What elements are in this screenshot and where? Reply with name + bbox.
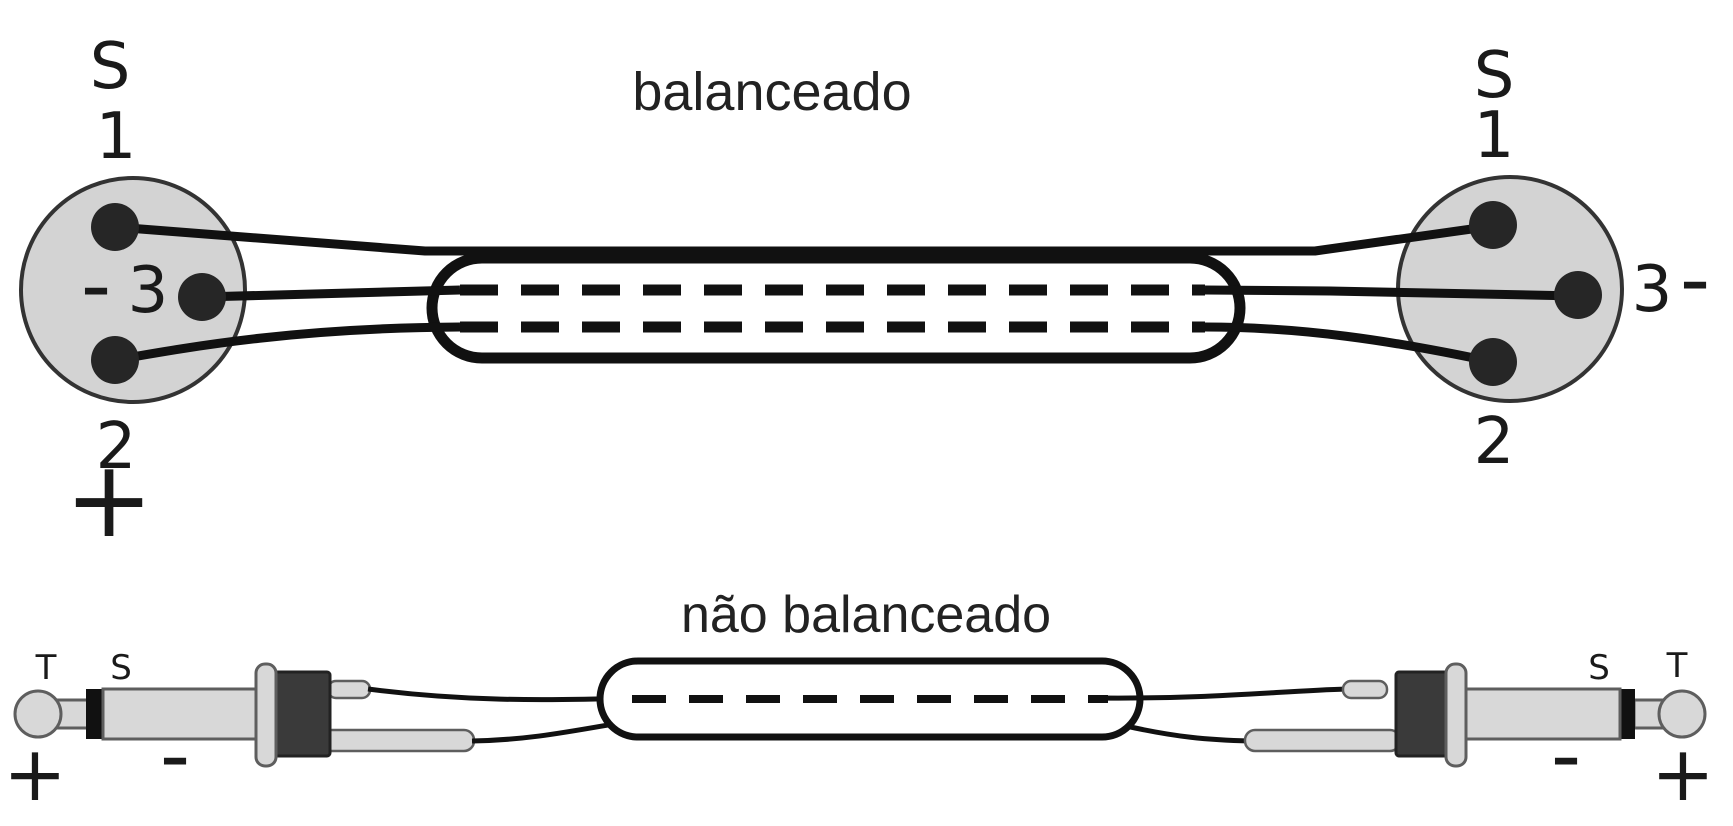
balanced-cable-jacket [426,252,1246,364]
right-ts-plug [1243,662,1707,768]
left-plug-sleeve-sign: - [160,706,190,804]
left-xlr-pin1-label: 1 [96,100,137,174]
left-ts-plug [13,662,476,768]
unbalanced-title: não balanceado [681,586,1051,644]
right-plug-sleeve [1460,687,1622,741]
hot-wire-left [114,322,461,365]
left-xlr-pin3-label: 3 [128,254,169,328]
left-xlr-pin1 [91,203,139,251]
right-plug-flange [1444,662,1468,768]
left-plug-sleeve-label: S [110,648,132,688]
balanced-diagram: balanceado S 1 - 3 2 + S 1 3 [19,30,1710,561]
cold-wire-right [1204,285,1579,301]
cold-wire-left [201,285,461,302]
left-plug-insulator-ring [86,689,104,739]
right-xlr-pin1 [1469,201,1517,249]
left-plug-flange [254,662,278,768]
right-plug-top-lead [1341,679,1389,700]
right-plug-insulator-ring [1618,689,1635,739]
left-xlr-shield-label: S [90,30,131,104]
left-plug-bottom-lead [320,728,476,753]
right-plug-body [1394,670,1452,758]
shield-wire [114,221,1494,256]
right-plug-tip-label: T [1666,646,1688,686]
right-xlr-pin2 [1469,338,1517,386]
unbalanced-hot-wire-left [367,686,633,703]
hot-wire-right [1204,322,1494,367]
left-xlr-pin2-label: 2 [96,410,137,484]
left-xlr-pin3-sign: - [81,236,111,334]
left-plug-top-lead [326,679,372,700]
left-plug-tip-sign: + [3,729,67,818]
left-plug-tip [13,689,63,739]
right-plug-bottom-lead [1243,728,1402,753]
right-xlr-pin2-label: 2 [1474,405,1515,479]
balanced-title: balanceado [632,62,911,122]
left-xlr-pin2 [91,336,139,384]
right-xlr-pin3 [1554,271,1602,319]
right-xlr-pin3-label: 3 [1632,253,1673,327]
right-plug-tip [1657,689,1707,739]
unbalanced-shield-wire-right [1125,723,1251,744]
right-plug-tip-sign: + [1651,729,1715,818]
unbalanced-hot-wire-right [1099,686,1348,701]
left-plug-body [272,670,332,758]
left-plug-sleeve [101,687,264,741]
right-xlr-pin1-label: 1 [1474,99,1515,173]
left-plug-tip-label: T [35,648,57,688]
right-plug-sleeve-sign: - [1551,706,1581,804]
unbalanced-diagram: não balanceado [3,586,1715,818]
left-xlr-pin3 [178,273,226,321]
right-plug-sleeve-label: S [1588,648,1610,688]
left-xlr-pin2-sign: + [65,438,154,561]
right-xlr-shield-label: S [1474,39,1515,113]
unbalanced-shield-wire-left [471,721,615,744]
right-xlr-pin3-sign: - [1680,230,1710,328]
